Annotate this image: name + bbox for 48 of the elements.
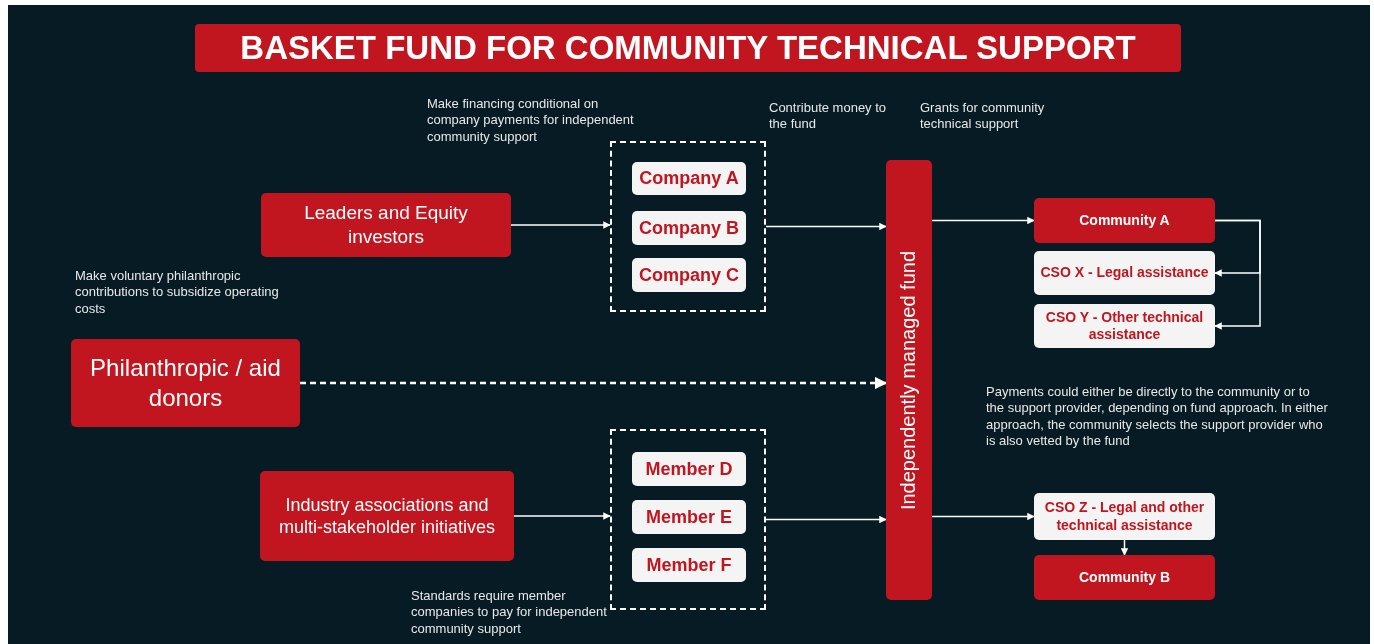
arrow xyxy=(765,222,887,231)
node-label: CSO Z - Legal and other technical assistance xyxy=(1043,499,1206,534)
node-label: Community B xyxy=(1078,568,1171,587)
entity-card xyxy=(632,548,746,582)
process-box xyxy=(1034,555,1215,600)
entity-card xyxy=(632,211,746,245)
process-box xyxy=(1034,198,1215,243)
entity-card xyxy=(1034,304,1215,348)
entity-card xyxy=(632,258,746,292)
entity-card xyxy=(632,162,746,195)
fund-bar xyxy=(886,160,932,600)
node-label: Philanthropic / aid donors xyxy=(89,353,282,413)
process-box xyxy=(261,193,511,257)
arrow xyxy=(931,512,1035,521)
note-text: Standards require member companies to pay for independent community support xyxy=(411,588,607,637)
arrow xyxy=(1214,219,1261,330)
arrow xyxy=(765,515,887,524)
node-label: Member E xyxy=(645,505,733,529)
entity-card xyxy=(1034,251,1215,295)
node-label: Company A xyxy=(638,167,740,190)
dashed-group-box xyxy=(610,141,766,312)
node-label: CSO X - Legal assistance xyxy=(1039,264,1210,282)
process-box xyxy=(260,471,514,561)
node-label: Independently managed fund xyxy=(896,249,921,512)
note-text: Make financing conditional on company payments for independent community support xyxy=(427,96,635,145)
entity-card xyxy=(632,500,746,534)
note-text: Grants for community technical support xyxy=(920,100,1046,133)
arrow xyxy=(300,376,888,390)
node-label: Member D xyxy=(644,457,734,481)
entity-card xyxy=(632,452,746,486)
title-banner: BASKET FUND FOR COMMUNITY TECHNICAL SUPPORT xyxy=(195,24,1181,72)
node-label: Industry associations and multi-stakeholder initiatives xyxy=(277,493,497,539)
arrow xyxy=(1120,539,1129,556)
node-label: Leaders and Equity investors xyxy=(303,201,469,249)
entity-card xyxy=(1034,493,1215,540)
arrow xyxy=(510,221,611,229)
node-label: Company B xyxy=(638,216,740,240)
node-label: Member F xyxy=(645,553,733,577)
note-text: Make voluntary philanthropic contributions to subsidize operating costs xyxy=(75,268,280,317)
arrow xyxy=(931,216,1035,225)
arrow xyxy=(513,512,611,520)
node-label: Community A xyxy=(1078,211,1171,230)
note-text: Contribute money to the fund xyxy=(769,100,888,133)
dashed-group-box xyxy=(610,429,766,610)
node-label: CSO Y - Other technical assistance xyxy=(1044,308,1205,344)
note-text: Payments could either be directly to the community or to the support provider, depending on fund approach. In either approach, the community selects the support provider who is also vetted by the fund xyxy=(986,384,1329,449)
process-box xyxy=(71,339,300,427)
node-label: Company C xyxy=(638,263,740,287)
